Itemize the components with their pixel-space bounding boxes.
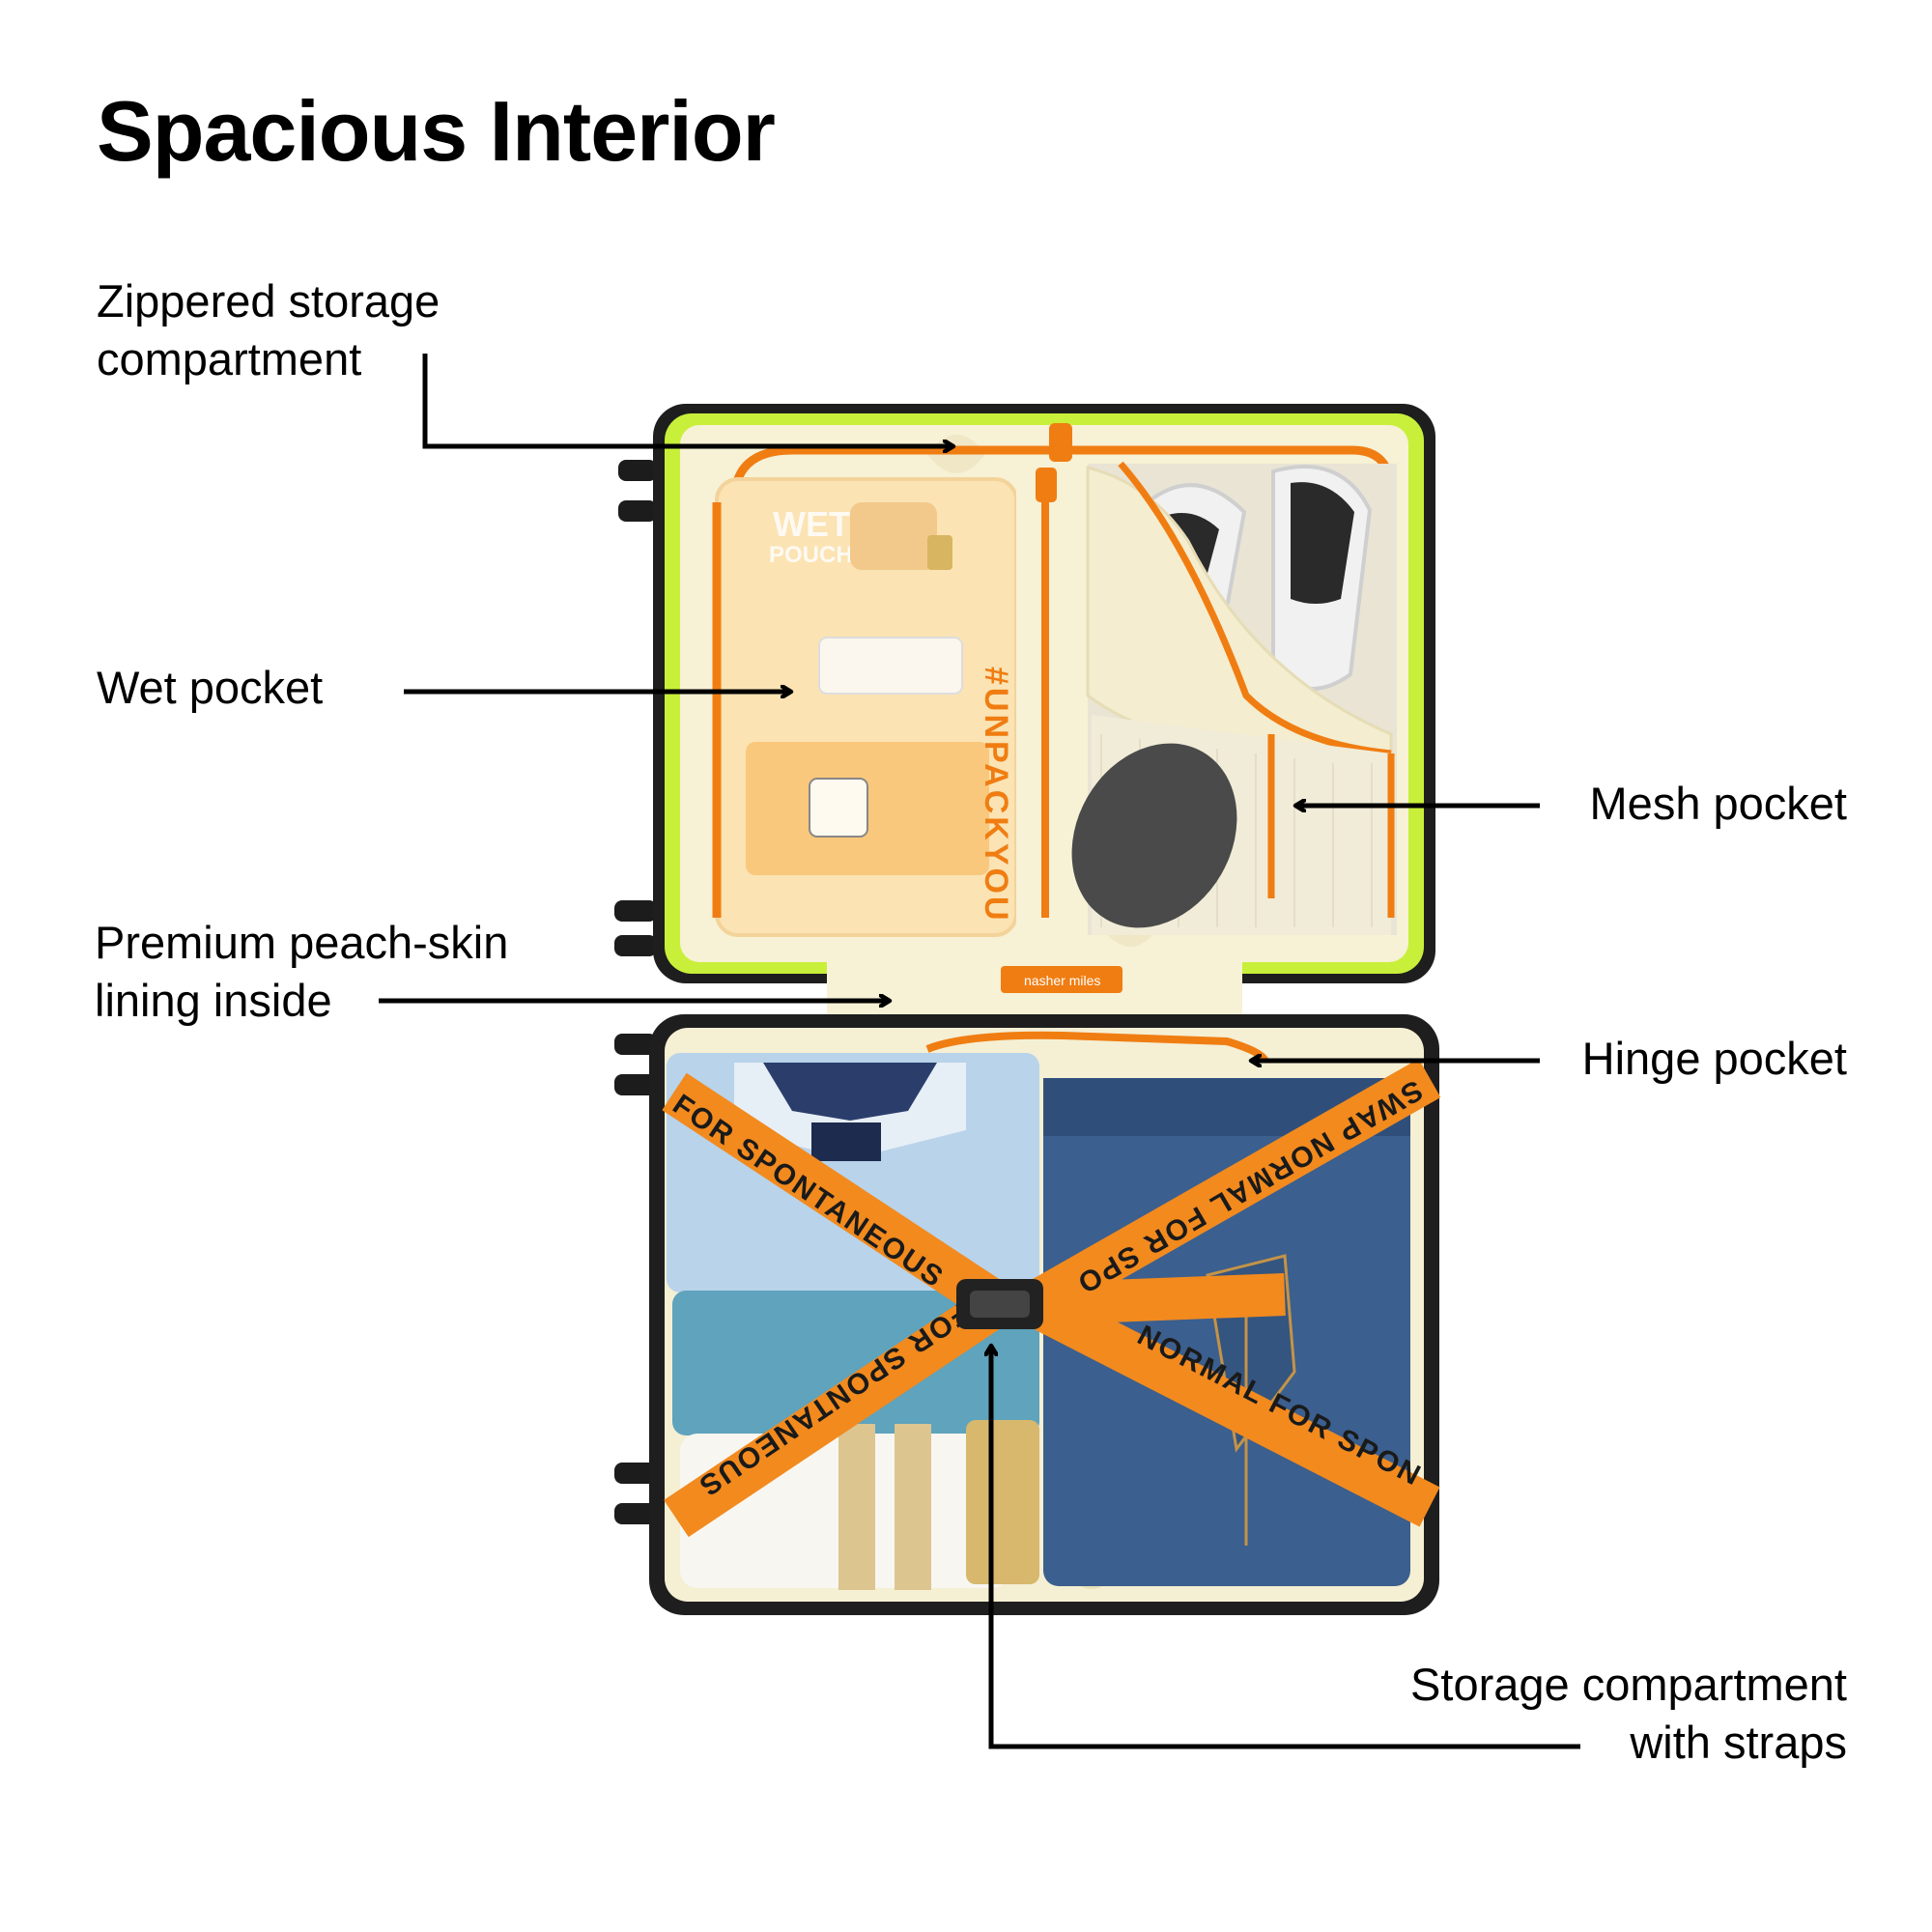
wet-pouch: WET POUCH: [712, 477, 1018, 937]
label-line: compartment: [97, 333, 362, 384]
label-mesh-pocket: Mesh pocket: [1590, 775, 1847, 833]
label-storage-straps: Storage compartment with straps: [1410, 1656, 1847, 1772]
label-line: Premium peach-skin: [95, 917, 509, 968]
label-line: Wet pocket: [97, 662, 324, 713]
arrow-straps: [991, 1347, 1580, 1749]
middle-pocket: #UNPACKYOU: [978, 464, 1084, 935]
brand-print: nasher miles: [1024, 973, 1100, 988]
mesh-pocket: [1071, 461, 1397, 935]
label-line: Hinge pocket: [1581, 1033, 1847, 1084]
wheels: [614, 460, 657, 1524]
arrow-zippered: [422, 354, 952, 446]
label-line: Zippered storage: [97, 275, 440, 327]
label-line: Storage compartment: [1410, 1659, 1847, 1710]
hashtag-print: #UNPACKYOU: [978, 667, 1014, 923]
label-line: with straps: [1630, 1717, 1847, 1768]
wet-pouch-print: WET: [773, 504, 850, 544]
label-line: lining inside: [95, 975, 332, 1026]
label-wet-pocket: Wet pocket: [97, 659, 323, 717]
wet-pouch-print-2: POUCH: [769, 542, 853, 568]
shirt: [667, 1053, 1039, 1293]
label-zippered-storage: Zippered storage compartment: [97, 272, 440, 388]
label-line: Mesh pocket: [1589, 778, 1847, 829]
label-peach-lining: Premium peach-skin lining inside: [95, 914, 508, 1030]
label-hinge-pocket: Hinge pocket: [1582, 1030, 1847, 1088]
top-lid: WET POUCH #UNPACKYOU: [653, 404, 1435, 983]
page-title: Spacious Interior: [97, 83, 776, 179]
